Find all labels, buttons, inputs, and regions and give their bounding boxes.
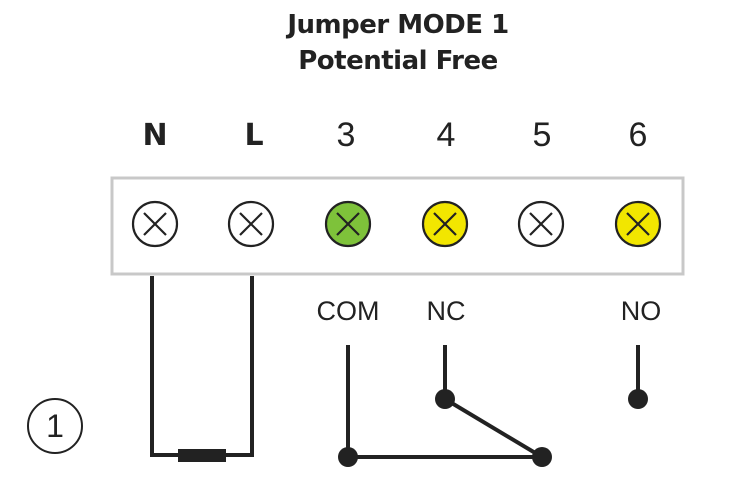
nc-label: NC xyxy=(426,296,466,326)
terminal-screw-l xyxy=(227,200,275,248)
switch-arm xyxy=(443,397,544,459)
jumper-wire xyxy=(150,276,254,457)
terminal-label-n: N xyxy=(142,118,168,153)
nc-contact-dot xyxy=(435,389,455,409)
terminal-block xyxy=(110,176,685,276)
terminal-label-4: 4 xyxy=(436,116,456,154)
switch-pivot-dot xyxy=(532,447,552,467)
diagram-title: Jumper MODE 1 xyxy=(287,10,509,40)
terminal-screw-5 xyxy=(517,200,565,248)
terminal-screw-n xyxy=(131,200,179,248)
terminal-label-l: L xyxy=(244,118,264,153)
com-label: COM xyxy=(316,296,380,326)
no-label: NO xyxy=(620,296,662,326)
com-junction-dot xyxy=(338,447,358,467)
terminal-label-6: 6 xyxy=(628,116,648,154)
terminal-screw-3 xyxy=(324,200,372,248)
diagram-subtitle: Potential Free xyxy=(298,46,498,76)
terminal-label-3: 3 xyxy=(336,116,356,154)
jumper-resistor xyxy=(178,449,226,462)
terminal-screw-6 xyxy=(614,200,662,248)
no-contact-dot xyxy=(628,389,648,409)
mode-number-badge: 1 xyxy=(27,398,83,454)
terminal-screw-4 xyxy=(421,200,469,248)
terminal-label-5: 5 xyxy=(532,116,552,154)
